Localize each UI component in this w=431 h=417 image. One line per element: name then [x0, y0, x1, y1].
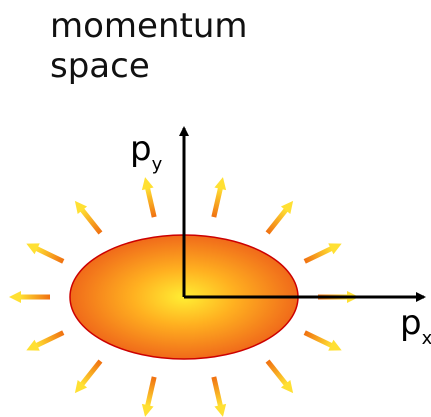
emission-arrow-head: [214, 403, 227, 417]
emission-arrow-head: [141, 177, 154, 191]
emission-arrow: [303, 243, 342, 264]
emission-arrow-shaft: [79, 207, 103, 235]
emission-arrow-shaft: [211, 376, 223, 407]
emission-arrow-head: [280, 380, 294, 394]
px-axis-label: px: [400, 303, 431, 349]
emission-arrow-shaft: [265, 359, 289, 387]
emission-arrow-shaft: [79, 359, 103, 387]
diagram-title: momentum space: [50, 6, 248, 86]
py-axis-label: py: [130, 129, 163, 175]
emission-arrow-shaft: [20, 294, 50, 300]
emission-arrow-head: [328, 339, 342, 351]
emission-arrow-shaft: [211, 187, 223, 218]
emission-arrow-head: [214, 177, 227, 191]
emission-arrow-head: [9, 291, 21, 303]
emission-arrow-shaft: [35, 246, 65, 264]
emission-arrow-shaft: [303, 330, 333, 348]
emission-arrow: [265, 359, 294, 394]
emission-arrow-head: [280, 200, 294, 214]
emission-arrow: [211, 177, 227, 218]
emission-arrows: [9, 177, 359, 417]
emission-arrow-shaft: [145, 376, 157, 407]
emission-arrow: [26, 330, 65, 351]
emission-arrow-head: [141, 403, 154, 417]
emission-arrow: [211, 376, 227, 417]
emission-arrow: [265, 200, 294, 235]
emission-arrow: [26, 243, 65, 264]
title-line-2: space: [50, 46, 150, 86]
emission-arrow: [303, 330, 342, 351]
emission-arrow-shaft: [303, 246, 333, 264]
emission-arrow: [74, 359, 103, 394]
emission-arrow-head: [26, 243, 40, 255]
emission-arrow: [141, 177, 157, 218]
title-line-1: momentum: [50, 6, 248, 46]
emission-arrow-shaft: [35, 330, 65, 348]
emission-arrow: [141, 376, 157, 417]
emission-arrow: [9, 291, 50, 303]
emission-arrow: [74, 200, 103, 235]
emission-arrow-head: [74, 200, 88, 214]
emission-arrow-head: [328, 243, 342, 255]
emission-arrow-shaft: [145, 187, 157, 218]
emission-arrow-head: [26, 339, 40, 351]
emission-arrow-shaft: [265, 207, 289, 235]
emission-arrow-head: [74, 380, 88, 394]
